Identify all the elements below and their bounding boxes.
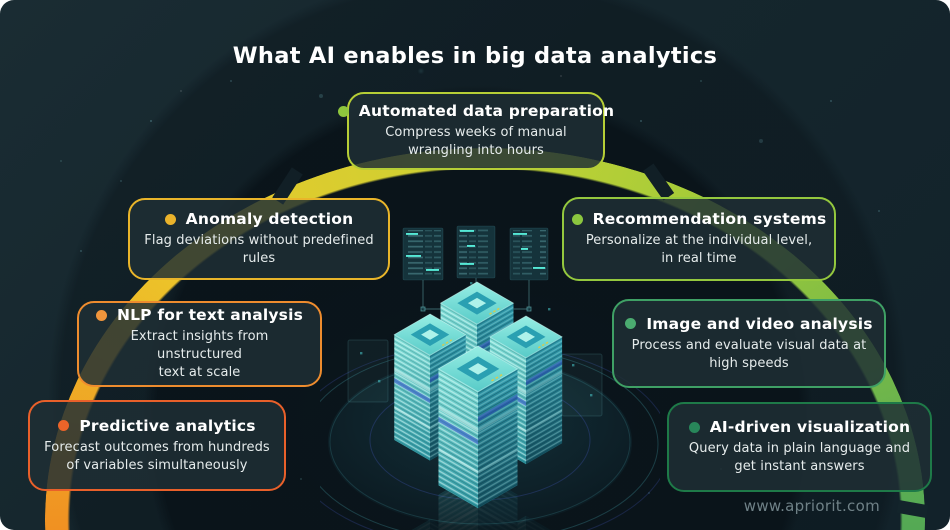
card-title: Anomaly detection	[185, 210, 354, 229]
card-title: AI-driven visualization	[709, 418, 911, 437]
bullet-dot-icon	[95, 309, 107, 321]
page-title: What AI enables in big data analytics	[232, 43, 718, 70]
server-cluster-illustration	[289, 212, 671, 530]
card-title: Recommendation systems	[592, 210, 827, 229]
card-title: Predictive analytics	[79, 416, 256, 435]
bullet-dot-icon	[58, 420, 70, 432]
card-description: Extract insights from unstructured text …	[130, 329, 269, 380]
card-description: Compress weeks of manual wrangling into …	[385, 125, 567, 158]
bullet-dot-icon	[337, 105, 349, 117]
card-ai-driven-visualization: AI-driven visualization Query data in pl…	[667, 402, 932, 492]
glass-panels	[347, 282, 603, 417]
card-image-and-video-analysis: Image and video analysis Process and eva…	[612, 299, 886, 388]
card-description: Forecast outcomes from hundreds of varia…	[44, 439, 270, 473]
card-title: NLP for text analysis	[116, 306, 304, 325]
card-description: Personalize at the individual level, in …	[585, 233, 813, 266]
bullet-dot-icon	[625, 318, 637, 330]
bullet-dot-icon	[164, 213, 176, 225]
card-automated-data-preparation: Automated data preparation Compress week…	[337, 92, 614, 170]
data-panels	[402, 225, 549, 328]
bullet-dot-icon	[571, 213, 583, 225]
watermark-url: www.apriorit.com	[743, 497, 880, 515]
card-title: Automated data preparation	[358, 102, 615, 121]
card-nlp-for-text-analysis: NLP for text analysis Extract insights f…	[77, 301, 322, 387]
card-title: Image and video analysis	[646, 314, 873, 333]
card-recommendation-systems: Recommendation systems Personalize at th…	[562, 197, 836, 281]
card-description: Query data in plain language and get ins…	[688, 441, 911, 474]
card-description: Process and evaluate visual data at high…	[631, 337, 867, 371]
bullet-dot-icon	[688, 421, 700, 433]
card-description: Flag deviations without predefined rules	[144, 233, 374, 266]
background-speckles	[0, 0, 2, 2]
card-anomaly-detection: Anomaly detection Flag deviations withou…	[128, 198, 390, 280]
card-predictive-analytics: Predictive analytics Forecast outcomes f…	[28, 400, 286, 491]
